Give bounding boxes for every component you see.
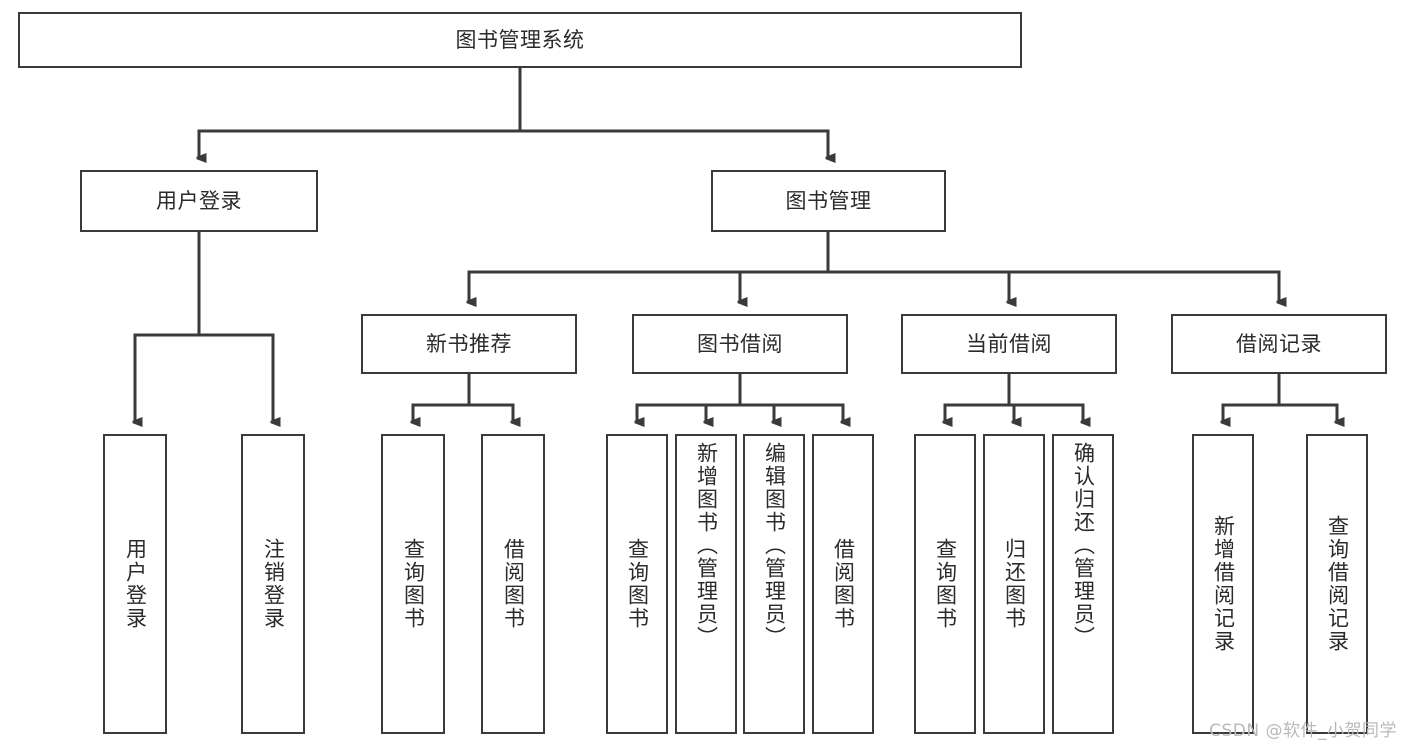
node-label: 查询借阅记录 <box>1325 515 1350 653</box>
node-label: 当前借阅 <box>966 331 1052 356</box>
node-label: 新增借阅记录 <box>1211 515 1236 653</box>
node-leaf-query-book-current[interactable]: 查询图书 <box>914 434 976 734</box>
node-label: 查询图书 <box>625 538 650 630</box>
node-label: 查询图书 <box>401 538 426 630</box>
node-label: 用户登录 <box>156 188 242 213</box>
node-label: 新增图书（管理员） <box>694 442 719 649</box>
node-book-borrowing[interactable]: 图书借阅 <box>632 314 848 374</box>
node-borrowing-record[interactable]: 借阅记录 <box>1171 314 1387 374</box>
node-label: 查询图书 <box>933 538 958 630</box>
node-leaf-add-book[interactable]: 新增图书（管理员） <box>675 434 737 734</box>
node-leaf-query-book-borrowing[interactable]: 查询图书 <box>606 434 668 734</box>
node-label: 用户登录 <box>123 538 148 630</box>
node-label: 编辑图书（管理员） <box>762 442 787 649</box>
node-book-manage[interactable]: 图书管理 <box>711 170 946 232</box>
node-leaf-user-login[interactable]: 用户登录 <box>103 434 167 734</box>
node-label: 借阅图书 <box>501 538 526 630</box>
node-label: 借阅图书 <box>831 538 856 630</box>
node-label: 新书推荐 <box>426 331 512 356</box>
node-label: 注销登录 <box>261 538 286 630</box>
node-current-borrowing[interactable]: 当前借阅 <box>901 314 1117 374</box>
node-leaf-query-book-recommendation[interactable]: 查询图书 <box>381 434 445 734</box>
watermark-text: CSDN @软件_小贺同学 <box>1209 721 1397 741</box>
node-leaf-borrow-book-borrowing[interactable]: 借阅图书 <box>812 434 874 734</box>
node-label: 图书管理系统 <box>455 27 585 52</box>
node-leaf-return-book[interactable]: 归还图书 <box>983 434 1045 734</box>
node-leaf-borrow-book-recommendation[interactable]: 借阅图书 <box>481 434 545 734</box>
node-leaf-logout[interactable]: 注销登录 <box>241 434 305 734</box>
node-label: 图书借阅 <box>697 331 783 356</box>
node-leaf-query-borrow-record[interactable]: 查询借阅记录 <box>1306 434 1368 734</box>
node-new-book-recommendation[interactable]: 新书推荐 <box>361 314 577 374</box>
node-leaf-edit-book[interactable]: 编辑图书（管理员） <box>743 434 805 734</box>
node-leaf-add-borrow-record[interactable]: 新增借阅记录 <box>1192 434 1254 734</box>
node-label: 确认归还（管理员） <box>1071 442 1096 649</box>
node-label: 图书管理 <box>785 188 872 213</box>
node-root-system[interactable]: 图书管理系统 <box>18 12 1022 68</box>
node-label: 归还图书 <box>1002 538 1027 630</box>
node-label: 借阅记录 <box>1236 331 1322 356</box>
node-leaf-confirm-return[interactable]: 确认归还（管理员） <box>1052 434 1114 734</box>
node-user-login[interactable]: 用户登录 <box>80 170 318 232</box>
